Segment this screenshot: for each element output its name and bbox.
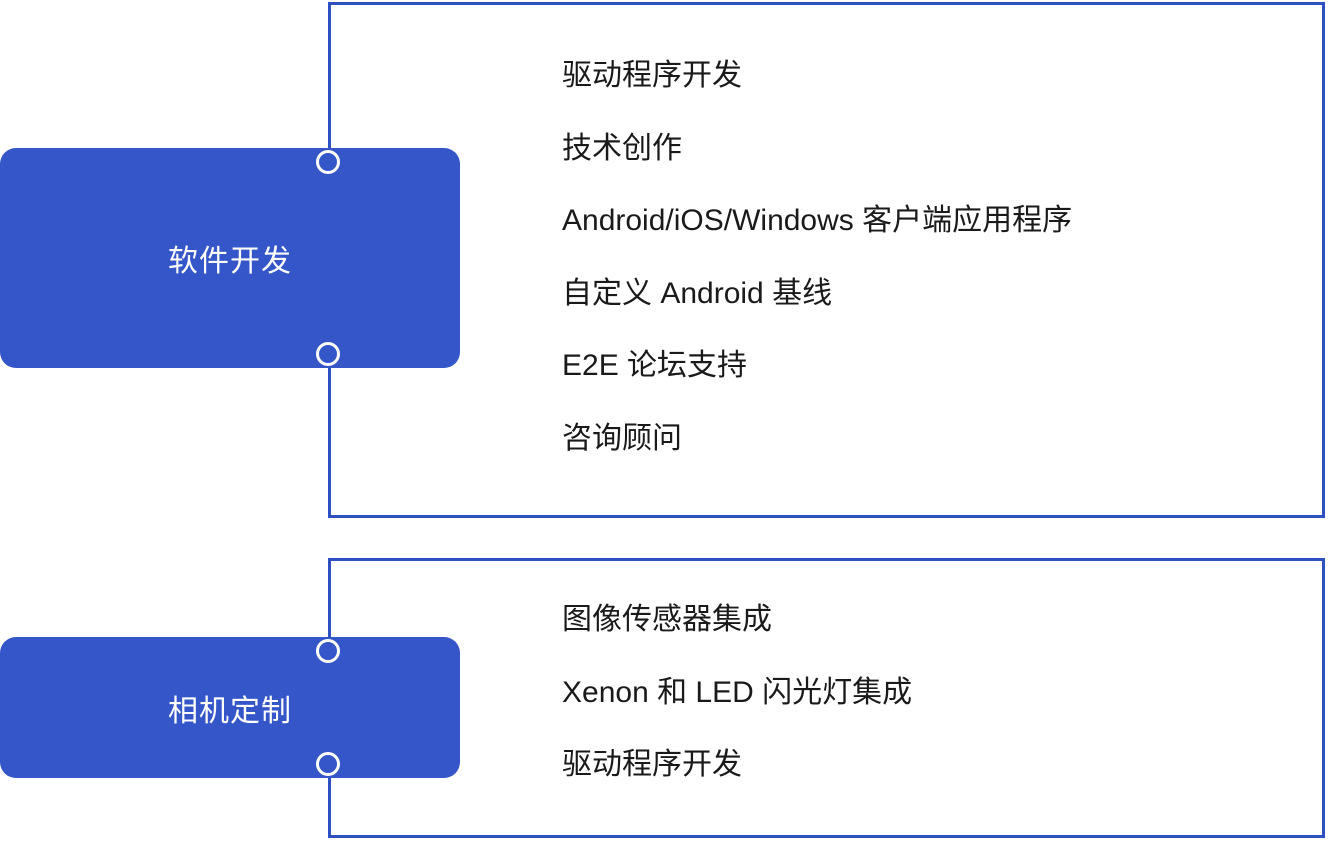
connector-dot-bottom: [316, 342, 340, 366]
connector-dot-top: [316, 150, 340, 174]
connector-dot-top: [316, 639, 340, 663]
service-item: 技术创作: [562, 131, 682, 165]
camera-services-list: 图像传感器集成 Xenon 和 LED 闪光灯集成 驱动程序开发: [562, 558, 912, 802]
service-item: 驱动程序开发: [562, 59, 742, 93]
service-item: 图像传感器集成: [562, 603, 772, 637]
service-item: E2E 论坛支持: [562, 349, 748, 383]
service-item: 自定义 Android 基线: [562, 276, 833, 310]
camera-customization-node-label: 相机定制: [168, 694, 292, 728]
service-item: Xenon 和 LED 闪光灯集成: [562, 675, 913, 709]
camera-customization-node: 相机定制: [0, 637, 460, 778]
software-development-node: 软件开发: [0, 148, 460, 368]
service-item: 咨询顾问: [562, 421, 682, 455]
service-item: 驱动程序开发: [562, 748, 742, 782]
service-item: Android/iOS/Windows 客户端应用程序: [562, 204, 1073, 238]
software-development-node-label: 软件开发: [168, 245, 292, 278]
software-services-list: 驱动程序开发 技术创作 Android/iOS/Windows 客户端应用程序 …: [562, 2, 1072, 475]
connector-dot-bottom: [316, 752, 340, 776]
